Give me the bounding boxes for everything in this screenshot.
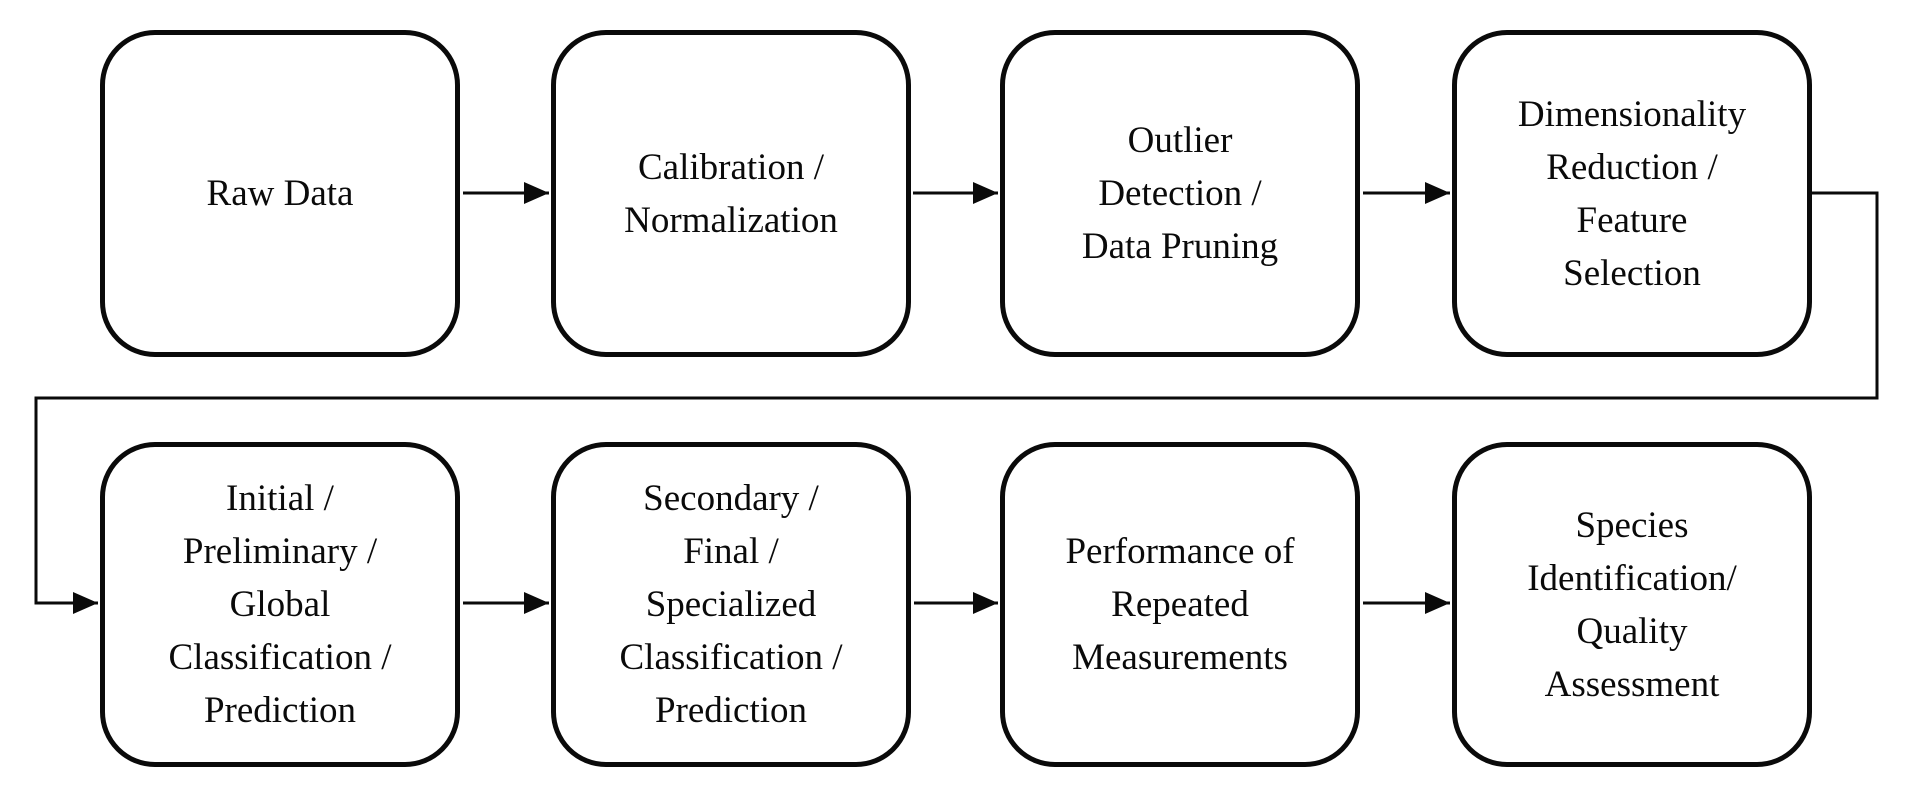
flow-box-initial-preliminary-global-classification-prediction: Initial / Preliminary / Global Classific…	[100, 442, 460, 767]
flow-box-label: Performance of Repeated Measurements	[1065, 531, 1295, 678]
flow-box-label: Raw Data	[206, 173, 354, 214]
flow-box-calibration-normalization: Calibration / Normalization	[551, 30, 911, 357]
flow-box-performance-of-repeated-measurements: Performance of Repeated Measurements	[1000, 442, 1360, 767]
flow-box-dimensionality-reduction-feature-selection: Dimensionality Reduction / Feature Selec…	[1452, 30, 1812, 357]
arrow-dimensionality-to-initial-icon	[34, 191, 1879, 614]
flow-box-label: Outlier Detection / Data Pruning	[1081, 120, 1279, 267]
flow-box-label: Species Identification/ Quality Assessme…	[1527, 504, 1737, 705]
flow-box-outlier-detection-data-pruning: Outlier Detection / Data Pruning	[1000, 30, 1360, 357]
flow-box-raw-data: Raw Data	[100, 30, 460, 357]
flow-box-label: Dimensionality Reduction / Feature Selec…	[1517, 93, 1747, 294]
flow-box-secondary-final-specialized-classification-prediction: Secondary / Final / Specialized Classifi…	[551, 442, 911, 767]
flow-box-label: Initial / Preliminary / Global Classific…	[168, 478, 392, 731]
flow-box-label: Secondary / Final / Specialized Classifi…	[619, 478, 843, 731]
flow-box-species-identification-quality-assessment: Species Identification/ Quality Assessme…	[1452, 442, 1812, 767]
flow-box-label: Calibration / Normalization	[624, 146, 838, 241]
